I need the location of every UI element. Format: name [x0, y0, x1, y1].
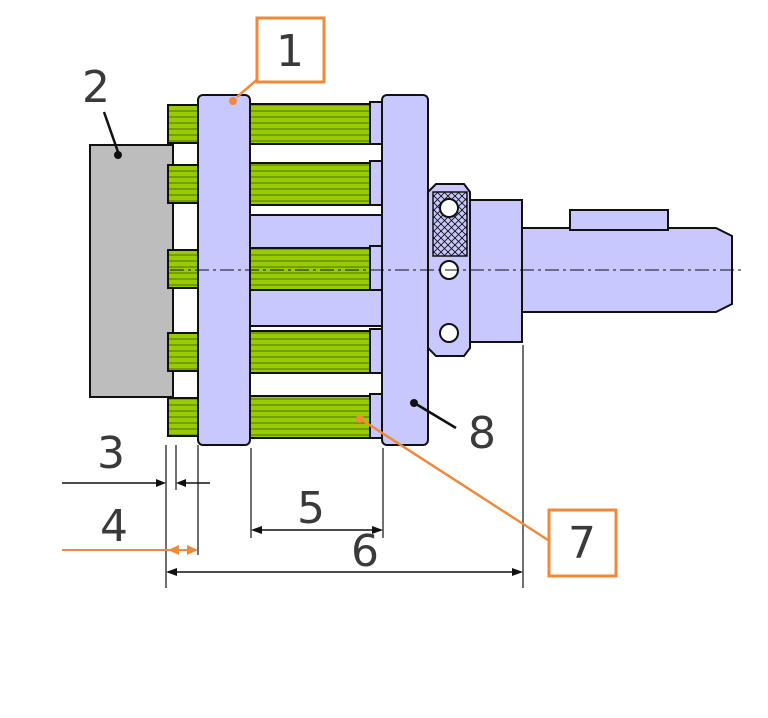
roller-left [167, 397, 199, 437]
roller-left [167, 104, 199, 144]
roller-left [167, 249, 199, 289]
label-dimension-3: 3 [97, 428, 125, 479]
roller-main [249, 247, 373, 291]
roller-main [249, 162, 373, 206]
callout-box-1 [255, 16, 326, 84]
dimension-3 [62, 479, 210, 487]
shank-key [569, 209, 669, 231]
roller-main [249, 103, 373, 145]
dimension-6 [166, 568, 523, 576]
label-dimension-6: 6 [351, 526, 379, 577]
dimension-4 [62, 545, 198, 555]
dimension-5 [251, 526, 383, 534]
roller-main [249, 395, 373, 439]
workpiece-block [89, 144, 174, 398]
roller-left [167, 332, 199, 372]
label-part-1: 1 [276, 26, 304, 77]
label-part-7: 7 [568, 518, 596, 569]
label-dimension-4: 4 [100, 501, 128, 552]
roller-left [167, 164, 199, 204]
tool-body [469, 199, 523, 343]
label-part-8: 8 [468, 408, 496, 459]
hole-icon [439, 198, 459, 218]
callout-box-7 [547, 508, 618, 578]
label-dimension-5: 5 [297, 483, 325, 534]
extension-lines [165, 345, 524, 588]
rollers [167, 101, 385, 439]
roller-main [249, 330, 373, 374]
inner-cage [249, 214, 383, 327]
label-part-2: 2 [82, 62, 110, 113]
hole-icon [439, 323, 459, 343]
